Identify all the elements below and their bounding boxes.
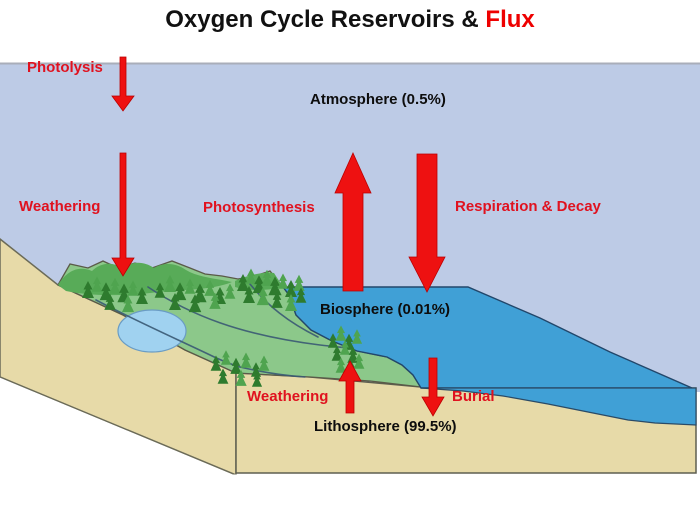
label-burial: Burial: [452, 388, 495, 405]
tree-icon: [268, 276, 282, 296]
tree-icon: [261, 269, 273, 286]
tree-icon: [235, 369, 247, 386]
tree-icon: [173, 282, 187, 301]
tree-icon: [109, 277, 121, 294]
respiration-down-arrow: [408, 153, 446, 293]
tree-icon: [188, 294, 202, 313]
tree-icon: [91, 276, 103, 292]
tree-icon: [347, 346, 359, 363]
tree-icon: [256, 287, 270, 306]
tree-icon: [217, 368, 229, 384]
tree-icon: [240, 352, 252, 368]
tree-icon: [339, 340, 351, 355]
tree-icon: [353, 353, 365, 369]
tree-icon: [204, 279, 216, 296]
tree-icon: [351, 329, 363, 344]
tree-icon: [184, 278, 196, 294]
tree-icon: [243, 286, 255, 303]
title-accent: Flux: [485, 6, 535, 33]
label-lithosphere: Lithosphere (99.5%): [314, 418, 457, 435]
tree-icon: [169, 293, 181, 310]
tree-icon: [245, 268, 257, 284]
tree-icon: [164, 275, 176, 292]
tree-icon: [230, 357, 242, 374]
lake: [117, 309, 187, 353]
tree-icon: [285, 280, 297, 297]
weathering-left-down-arrow: [111, 152, 135, 277]
label-biosphere: Biosphere (0.01%): [320, 301, 451, 318]
tree-icon: [136, 287, 148, 304]
tree-icon: [104, 293, 116, 310]
label-photosynthesis: Photosynthesis: [203, 199, 315, 216]
tree-icon: [258, 355, 270, 371]
tree-icon: [252, 275, 266, 294]
trees: [82, 268, 365, 387]
page-title: Oxygen Cycle Reservoirs & Flux: [0, 6, 700, 34]
tree-icon: [271, 291, 283, 308]
label-weathering-bottom: Weathering: [247, 388, 329, 405]
tree-icon: [295, 287, 307, 303]
tree-icon: [335, 357, 347, 373]
sea-cross-section: [420, 387, 697, 426]
tree-icon: [293, 274, 305, 291]
label-atmosphere: Atmosphere (0.5%): [310, 91, 446, 108]
tree-icon: [210, 355, 222, 371]
tree-icon: [331, 345, 343, 361]
title-main: Oxygen Cycle Reservoirs &: [165, 6, 486, 33]
tree-icon: [122, 295, 134, 312]
tree-icon: [224, 283, 236, 299]
tree-icon: [285, 294, 297, 311]
tree-icon: [127, 280, 139, 296]
photosynthesis-up-arrow: [334, 152, 372, 292]
tree-icon: [251, 372, 263, 387]
flux-arrows: [111, 56, 446, 417]
label-photolysis: Photolysis: [27, 59, 103, 76]
weathering-bottom-up-arrow: [338, 360, 362, 414]
tree-icon: [209, 292, 221, 309]
label-weathering-left: Weathering: [19, 198, 101, 215]
sea: [281, 286, 693, 389]
tree-icon: [250, 362, 262, 377]
tree-icon: [154, 282, 166, 298]
tree-icon: [277, 273, 289, 289]
label-respiration: Respiration & Decay: [455, 198, 601, 215]
tree-icon: [335, 325, 347, 341]
below-block-white: [0, 474, 700, 524]
tree-icon: [220, 350, 232, 365]
photolysis-down-arrow: [111, 56, 135, 112]
burial-down-arrow: [421, 357, 445, 417]
tree-icon: [237, 274, 249, 291]
tree-icon: [327, 333, 339, 348]
tree-icon: [82, 281, 94, 298]
